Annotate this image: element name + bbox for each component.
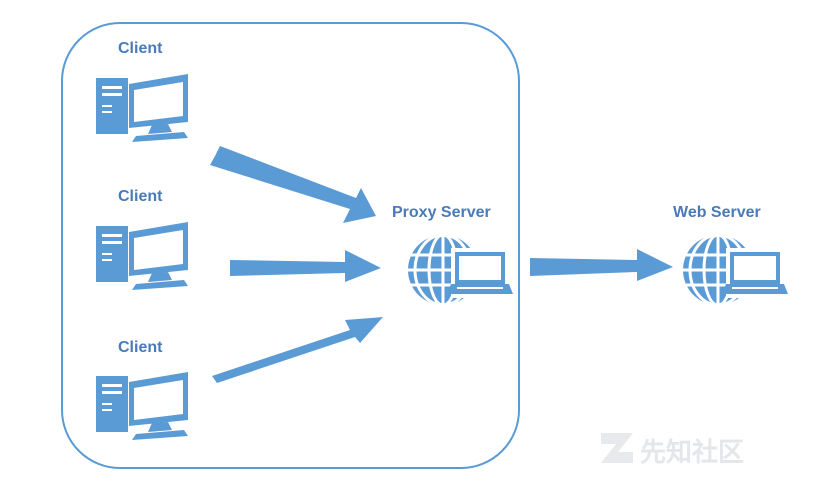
arrow-icon	[230, 250, 381, 282]
web-server-icon	[683, 235, 788, 305]
watermark-text: 先知社区	[640, 437, 745, 467]
proxy-network-boundary	[61, 22, 520, 469]
watermark-logo	[601, 433, 633, 463]
client-label-3: Client	[118, 339, 163, 356]
client-computer-icon	[96, 372, 188, 440]
proxy-server-icon	[408, 235, 513, 305]
client-label-1: Client	[118, 40, 163, 57]
client-computer-icon	[96, 222, 188, 290]
client-label-2: Client	[118, 188, 163, 205]
arrow-icon	[210, 146, 376, 223]
web-server-label: Web Server	[673, 204, 761, 221]
arrow-icon	[530, 249, 673, 281]
arrow-icon	[212, 317, 383, 383]
client-computer-icon	[96, 74, 188, 142]
proxy-server-label: Proxy Server	[392, 204, 491, 221]
